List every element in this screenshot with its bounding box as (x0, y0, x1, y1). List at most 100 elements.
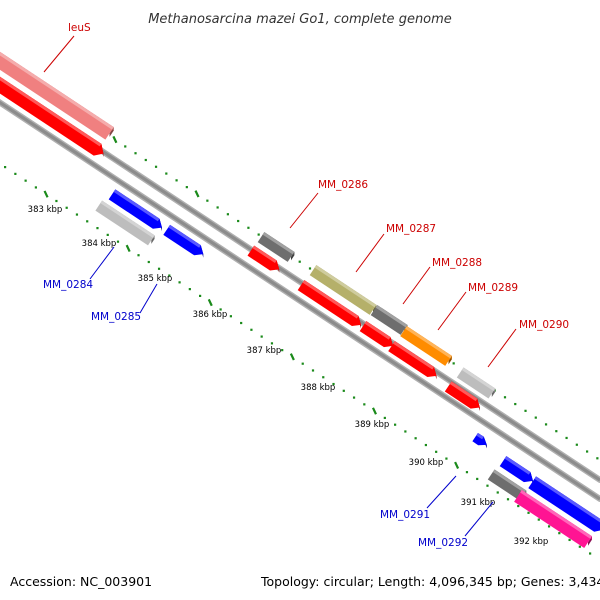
leader-line-MM_0286 (289, 192, 319, 229)
reverse-track-major-tick (371, 407, 377, 415)
gene-MM_0292-highlight (492, 469, 527, 493)
tick-label-0: 383 kbp (28, 205, 63, 215)
reverse-track-major-tick (125, 244, 131, 253)
tick-label-7: 390 kbp (409, 458, 444, 468)
gene-MM_0289-cds-highlight (393, 341, 434, 370)
gene-MM_0286-cds (247, 245, 280, 271)
gene-MM_0292 (487, 469, 527, 501)
reverse-track-minor-tick (14, 172, 17, 175)
reverse-track-minor-tick (301, 362, 304, 365)
backbone-line-core-1 (0, 100, 600, 501)
gene-MM_0287-cds-highlight (302, 280, 359, 319)
gene-MM_0289-cds (388, 341, 437, 377)
forward-track-minor-tick (503, 396, 507, 399)
reverse-track-minor-tick (199, 294, 202, 298)
reverse-track-minor-tick (476, 477, 479, 481)
forward-track-major-tick (194, 190, 200, 198)
leader-line-MM_0291 (426, 475, 457, 509)
reverse-track-major-tick (289, 353, 295, 361)
reverse-track-minor-tick (24, 179, 27, 182)
gene-MM_0293 (514, 490, 592, 548)
gene-MM_0288-cds-highlight (364, 321, 391, 340)
gene-MM_0286-cds-highlight (252, 245, 277, 263)
reverse-track-minor-tick (537, 518, 540, 521)
gene-MM_0291-cds (472, 433, 487, 446)
reverse-track-major-tick (43, 190, 49, 198)
forward-track-minor-tick (226, 213, 229, 216)
reverse-track-minor-tick (486, 484, 489, 487)
gene-label-MM_0286[interactable]: MM_0286 (318, 179, 368, 191)
leader-line-leuS (43, 35, 75, 73)
gene-label-MM_0291[interactable]: MM_0291 (380, 509, 430, 521)
gene-leuS-cds-highlight (0, 76, 102, 147)
reverse-track-minor-tick (75, 213, 79, 216)
forward-track-minor-tick (124, 145, 127, 148)
reverse-track-major-tick (454, 461, 460, 469)
accession-text: Accession: NC_003901 (10, 574, 152, 589)
gene-MM_0290 (456, 367, 496, 399)
reverse-track-minor-tick (178, 281, 181, 284)
reverse-track-minor-tick (65, 206, 68, 209)
reverse-track-minor-tick (229, 315, 232, 318)
gene-MM_0287 (309, 265, 377, 315)
reverse-track-minor-tick (157, 267, 161, 270)
leader-line-MM_0284 (89, 246, 115, 280)
reverse-track-minor-tick (168, 274, 171, 277)
forward-track-minor-tick (185, 186, 188, 189)
forward-track-minor-tick (175, 179, 178, 182)
gene-MM_0291-cds-highlight (476, 433, 484, 440)
tick-label-3: 386 kbp (193, 310, 228, 320)
reverse-track-minor-tick (363, 403, 366, 406)
forward-track-minor-tick (257, 233, 260, 236)
tick-label-4: 387 kbp (247, 346, 282, 356)
leader-line-MM_0287 (355, 233, 385, 273)
reverse-track-minor-tick (96, 227, 99, 230)
leader-line-MM_0290 (487, 328, 517, 368)
forward-track-minor-tick (524, 409, 527, 412)
tick-label-8: 391 kbp (461, 498, 496, 508)
reverse-track-minor-tick (414, 437, 417, 440)
leader-line-MM_0292 (464, 501, 494, 537)
gene-MM_0292-cds (499, 456, 533, 483)
reverse-track-minor-tick (311, 369, 315, 372)
gene-MM_0289-highlight (405, 326, 452, 359)
gene-MM_0284 (95, 200, 155, 246)
reverse-track-minor-tick (240, 321, 243, 325)
gene-MM_0293-cds (528, 476, 600, 532)
gene-label-MM_0290[interactable]: MM_0290 (519, 319, 569, 331)
reverse-track-minor-tick (506, 498, 510, 501)
forward-track-minor-tick (216, 206, 219, 209)
reverse-track-minor-tick (568, 538, 571, 542)
gene-label-MM_0292[interactable]: MM_0292 (418, 537, 468, 549)
reverse-track-minor-tick (496, 491, 499, 494)
reverse-track-minor-tick (116, 240, 120, 243)
reverse-track-minor-tick (188, 288, 191, 291)
gene-MM_0288 (370, 305, 408, 335)
gene-label-MM_0285[interactable]: MM_0285 (91, 311, 141, 323)
reverse-track-minor-tick (270, 342, 274, 345)
gene-MM_0293-highlight (520, 490, 592, 539)
gene-MM_0284-cds-highlight (113, 189, 160, 222)
reverse-track-minor-tick (445, 457, 448, 460)
reverse-track-minor-tick (106, 233, 109, 236)
forward-track-minor-tick (165, 172, 168, 175)
gene-MM_0287-highlight (314, 265, 377, 308)
gene-label-leuS[interactable]: leuS (68, 22, 91, 34)
gene-label-MM_0287[interactable]: MM_0287 (386, 223, 436, 235)
tick-label-2: 385 kbp (138, 274, 173, 284)
reverse-track-minor-tick (147, 260, 150, 264)
forward-track-minor-tick (144, 158, 147, 162)
gene-MM_0285-cds-highlight (168, 224, 201, 248)
gene-label-MM_0284[interactable]: MM_0284 (43, 279, 93, 291)
gene-MM_0284-cds (108, 189, 162, 229)
reverse-track-minor-tick (332, 382, 335, 386)
reverse-track-minor-tick (527, 511, 530, 514)
reverse-track-minor-tick (558, 532, 561, 535)
gene-label-MM_0289[interactable]: MM_0289 (468, 282, 518, 294)
genome-summary-text: Topology: circular; Length: 4,096,345 bp… (260, 574, 600, 589)
gene-label-MM_0288[interactable]: MM_0288 (432, 257, 482, 269)
reverse-track-minor-tick (219, 308, 222, 311)
forward-track-major-tick (112, 135, 118, 144)
